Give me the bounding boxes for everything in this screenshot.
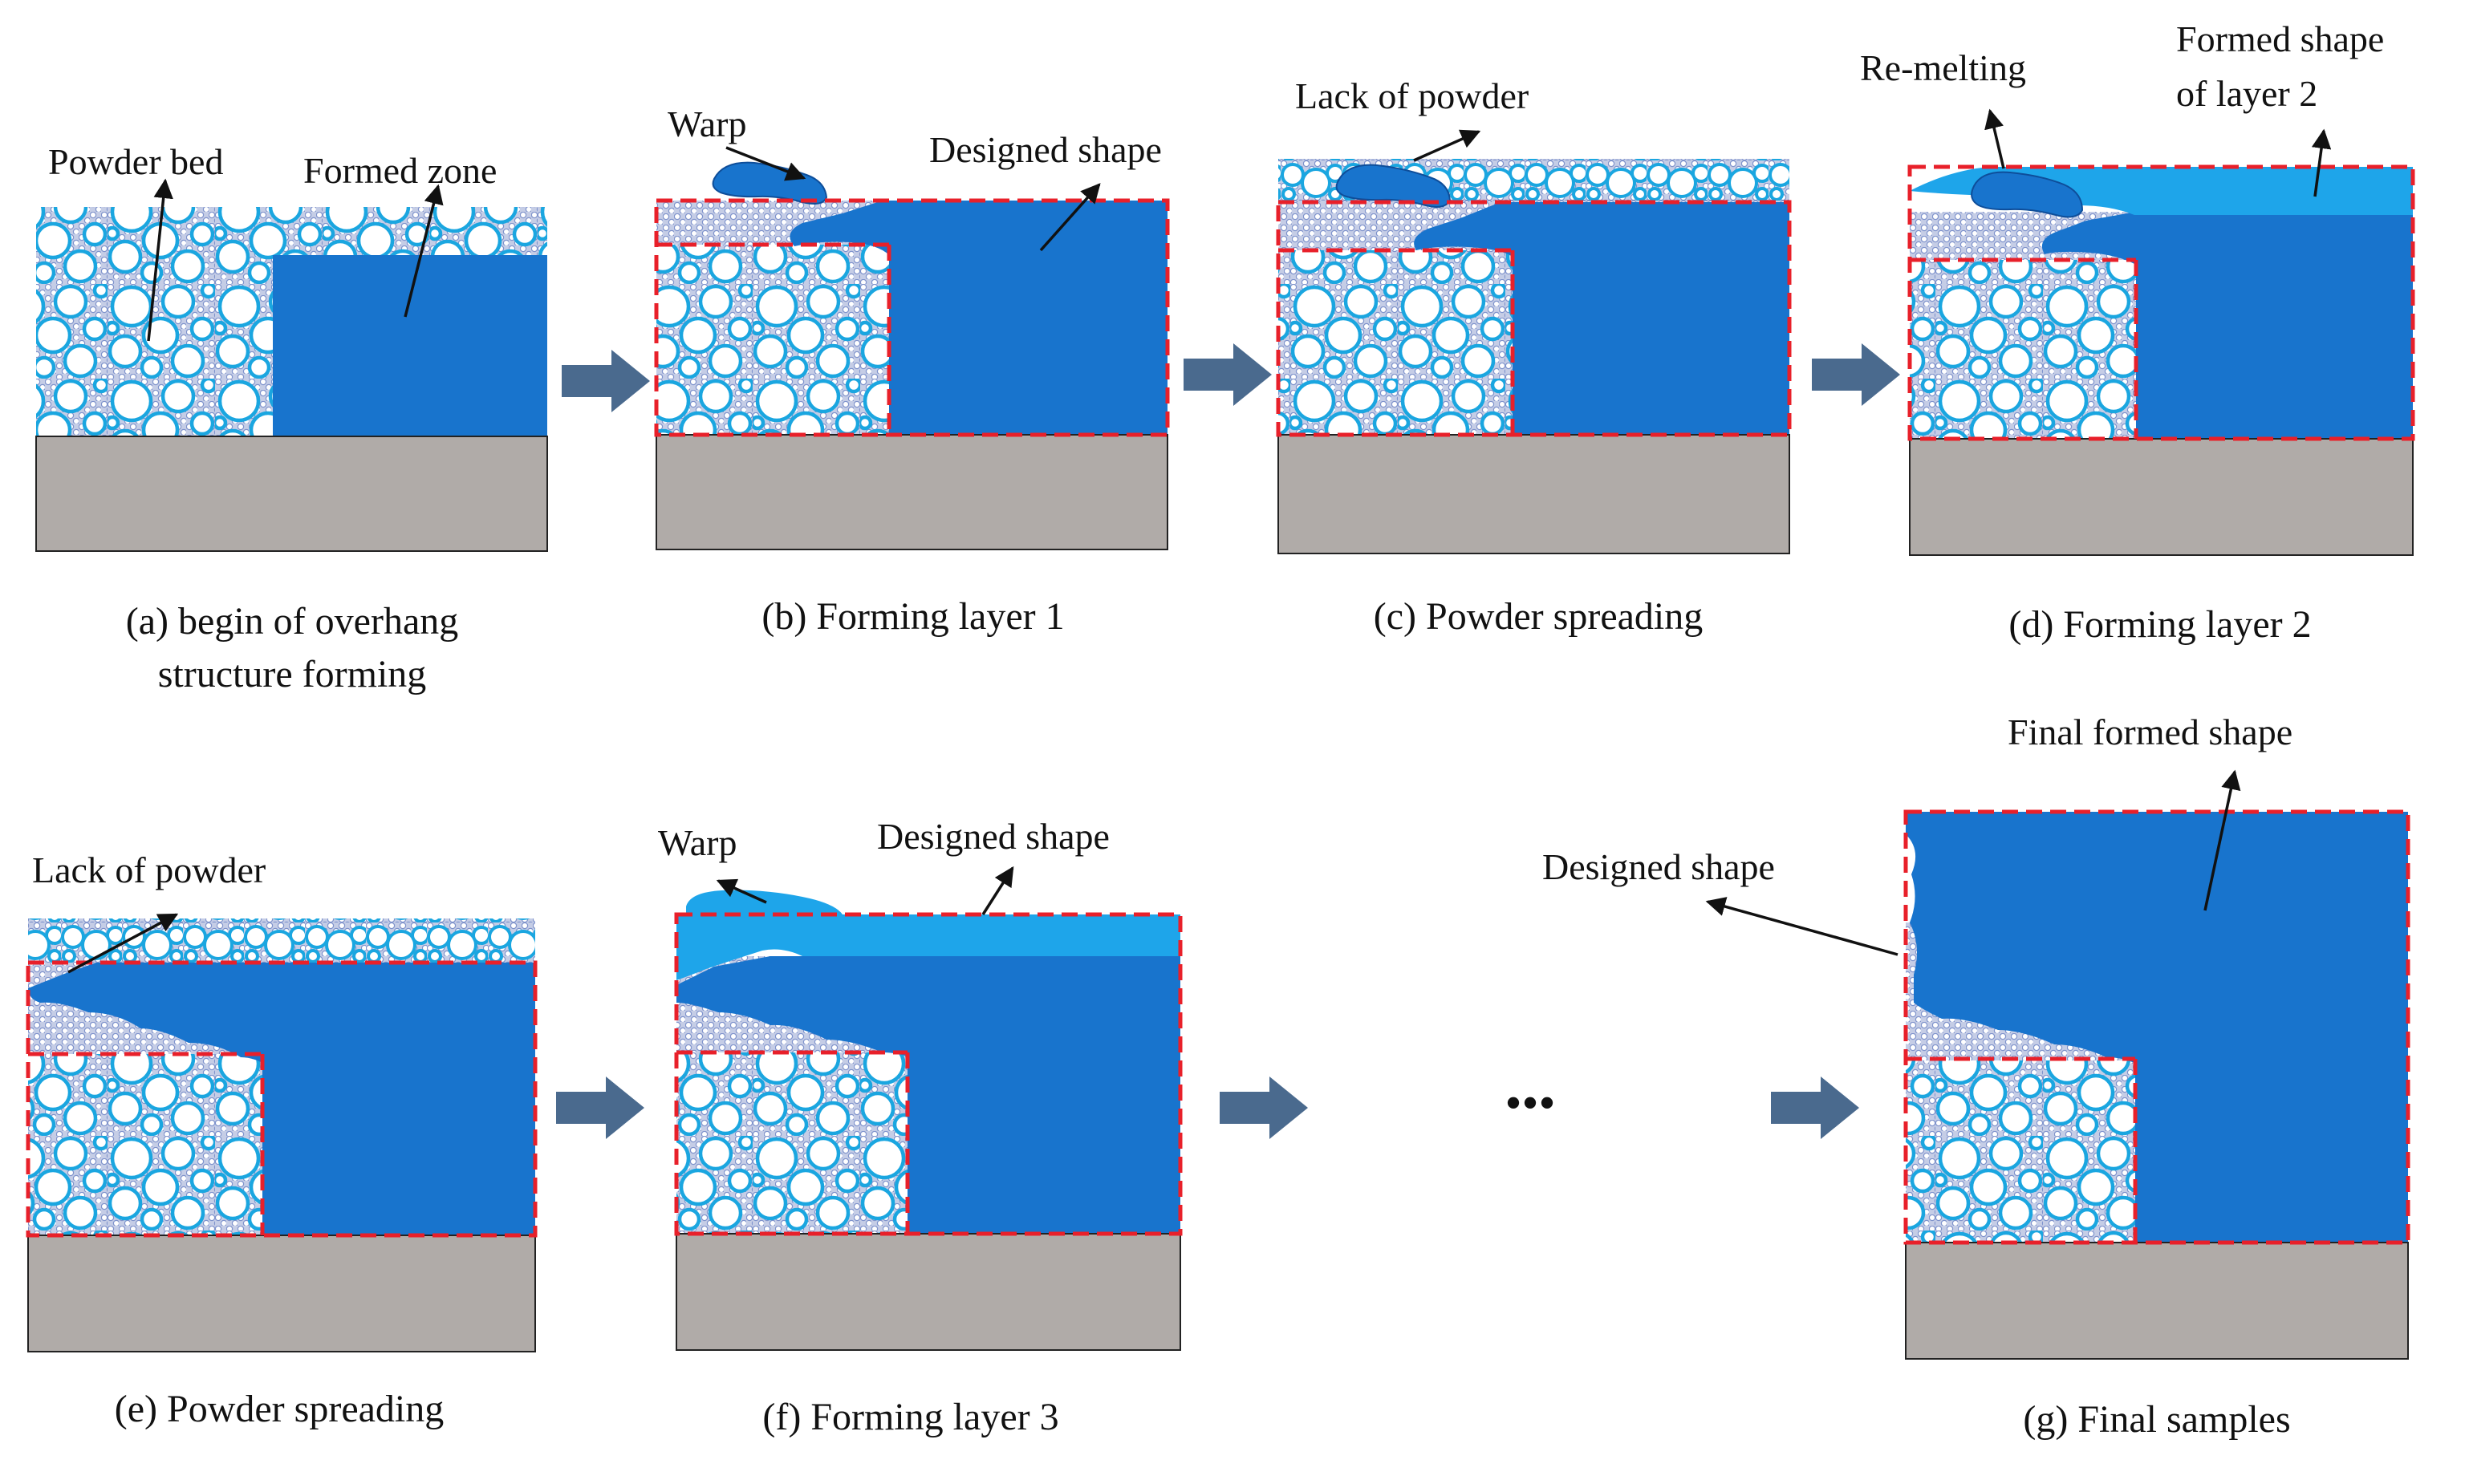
label-lack-of-powder: Lack of powder <box>32 849 266 890</box>
caption-a-line2: structure forming <box>158 653 427 695</box>
substrate <box>35 436 548 552</box>
substrate <box>27 1235 536 1352</box>
leader-arrow <box>716 878 767 904</box>
label-final-formed-shape: Final formed shape <box>2008 712 2292 752</box>
panel-a: Powder bed Formed zone (a) begin of over… <box>35 141 548 695</box>
designed-shape-outline <box>654 198 1170 437</box>
powder-bed <box>1278 249 1513 435</box>
new-powder-layer <box>28 918 535 963</box>
formed-zone <box>790 201 1168 435</box>
formed-zone <box>2135 812 2408 1243</box>
caption-c: (c) Powder spreading <box>1374 595 1704 638</box>
panel-c: Lack of powder (c) Powder spreading <box>1276 75 1792 638</box>
panel-f: Warp Designed shape (f) Forming layer 3 <box>658 816 1183 1438</box>
label-warp: Warp <box>668 103 746 144</box>
substrate <box>656 434 1168 550</box>
powder-bed <box>676 1051 908 1234</box>
leader-arrow <box>67 913 179 974</box>
formed-zone <box>2136 212 2413 439</box>
formed-zone <box>262 963 535 1235</box>
label-designed-shape: Designed shape <box>877 816 1110 857</box>
caption-b: (b) Forming layer 1 <box>761 595 1064 638</box>
label-formed-shape-line1: Formed shape <box>2176 18 2384 59</box>
formed-zone <box>676 956 914 1059</box>
warp <box>1335 164 1452 208</box>
process-arrow <box>556 1077 644 1139</box>
warp <box>712 161 828 205</box>
panel-d: Re-melting Formed shape of layer 2 (d) F… <box>1860 18 2415 646</box>
process-arrow <box>562 350 650 412</box>
caption-g: (g) Final samples <box>2023 1398 2290 1441</box>
label-formed-zone: Formed zone <box>303 150 497 191</box>
substrate <box>1909 438 2414 556</box>
leader-arrow <box>1413 129 1481 162</box>
panel-e: Lack of powder (e) Powder spreading <box>26 849 538 1430</box>
label-designed-shape: Designed shape <box>929 129 1162 170</box>
powder-bed <box>28 1052 262 1235</box>
substrate <box>676 1233 1181 1351</box>
process-arrow <box>1771 1077 1859 1139</box>
label-designed-shape: Designed shape <box>1542 846 1775 887</box>
leader-arrow <box>2203 769 2241 911</box>
formed-zone <box>1414 202 1789 435</box>
caption-a-line1: (a) begin of overhang <box>126 600 459 643</box>
powder-bed <box>656 243 891 435</box>
designed-shape-outline <box>674 912 1183 1236</box>
leader-arrow <box>1705 897 1898 956</box>
ellipsis: ••• <box>1505 1077 1555 1129</box>
leader-arrow <box>2311 128 2332 197</box>
leader-arrow <box>1984 108 2005 169</box>
designed-shape-outline <box>1903 809 2410 1245</box>
formed-zone <box>28 963 269 1067</box>
panel-b: Warp Designed shape (b) Forming layer 1 <box>654 103 1170 638</box>
leader-arrow <box>725 146 806 181</box>
leader-arrow <box>147 178 173 342</box>
caption-d: (d) Forming layer 2 <box>2008 603 2311 646</box>
leader-arrow <box>404 184 444 318</box>
label-re-melting: Re-melting <box>1860 47 2026 88</box>
caption-e: (e) Powder spreading <box>115 1388 445 1430</box>
formed-zone <box>273 255 547 436</box>
leader-arrow <box>981 866 1014 915</box>
caption-f: (f) Forming layer 3 <box>762 1396 1058 1438</box>
panel-g: Designed shape Final formed shape (g) Fi… <box>1542 712 2410 1441</box>
process-arrow <box>1812 343 1900 406</box>
layer-3 <box>676 914 1180 980</box>
powder-bed <box>1910 258 2136 439</box>
label-formed-shape-line2: of layer 2 <box>2176 73 2317 114</box>
label-lack-of-powder: Lack of powder <box>1295 75 1529 116</box>
designed-shape-outline <box>1907 164 2415 441</box>
substrate <box>1905 1242 2409 1360</box>
formed-zone <box>2041 212 2136 265</box>
substrate <box>1277 434 1790 554</box>
label-warp: Warp <box>658 822 737 863</box>
process-arrow <box>1184 343 1272 406</box>
formed-zone <box>1906 812 2142 1067</box>
designed-shape-outline <box>1276 200 1792 437</box>
label-powder-bed: Powder bed <box>48 141 223 182</box>
process-arrow <box>1220 1077 1308 1139</box>
formed-zone <box>908 956 1180 1234</box>
powder-bed <box>1906 1059 2135 1243</box>
leader-arrow <box>1039 183 1101 252</box>
designed-shape-outline <box>26 960 538 1238</box>
remelted-warp <box>1971 171 2084 218</box>
